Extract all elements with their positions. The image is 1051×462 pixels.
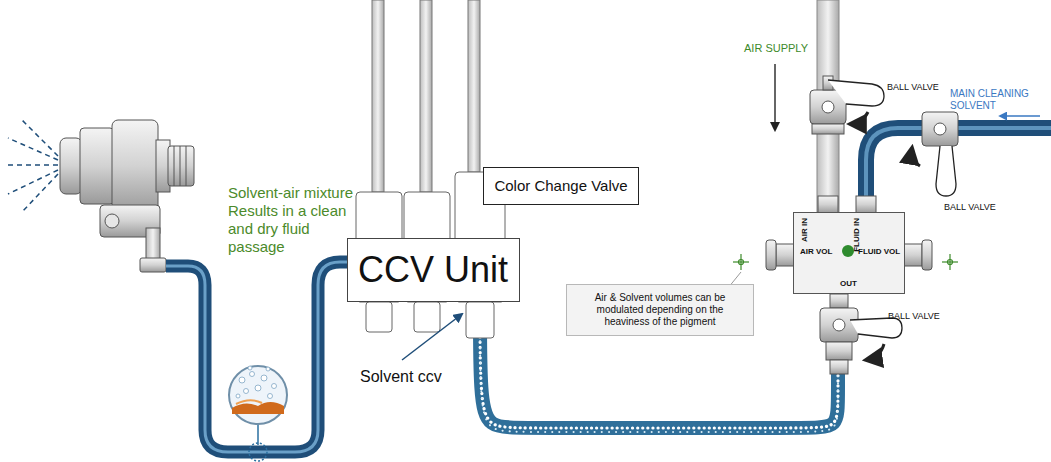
turn-arrow: [866, 344, 884, 360]
ball-valve: [810, 76, 884, 134]
unit-box: CCV Unit: [347, 238, 520, 302]
note-box: Air & Solvent volumes can be modulated d…: [566, 284, 754, 336]
ball-valve: [820, 294, 902, 374]
port-label: FLUID IN: [852, 218, 862, 252]
part-label: BALL VALVE: [888, 311, 940, 322]
air-flow-arrow: [774, 64, 776, 130]
port-label: OUT: [840, 279, 857, 289]
turn-arrow: [912, 148, 920, 166]
spray-gun: [60, 120, 194, 272]
port-label: FLUID VOL: [858, 247, 900, 257]
node-text: CCV Unit: [358, 248, 508, 291]
part-label: MAIN CLEANING SOLVENT: [950, 88, 1040, 112]
part-label: Solvent ccv: [360, 367, 442, 386]
annotation-text: Solvent-air mixture Results in a clean a…: [228, 184, 360, 256]
port-label: AIR IN: [800, 218, 810, 242]
part-label: AIR SUPPLY: [744, 42, 808, 55]
turn-arrow: [850, 112, 868, 124]
node-text: Air & Solvent volumes can be modulated d…: [575, 292, 745, 328]
part-label: BALL VALVE: [944, 202, 996, 213]
part-label: BALL VALVE: [887, 82, 939, 93]
spray-lines: [4, 120, 58, 212]
port-label: AIR VOL: [800, 247, 832, 257]
supply-hose: [166, 262, 362, 452]
mixing-manifold: AIR IN FLUID IN AIR VOL FLUID VOL OUT: [793, 212, 905, 294]
ball-valve: [922, 112, 958, 196]
ccv-pipes: [372, 0, 480, 192]
solvent-flow-arrow: [1000, 115, 1040, 117]
magnifier: [229, 366, 287, 461]
node-text: Color Change Valve: [494, 177, 627, 195]
supply-hose-shine: [166, 262, 362, 452]
valve-callout-box: Color Change Valve: [483, 167, 639, 205]
pointer-arrow: [402, 314, 462, 360]
